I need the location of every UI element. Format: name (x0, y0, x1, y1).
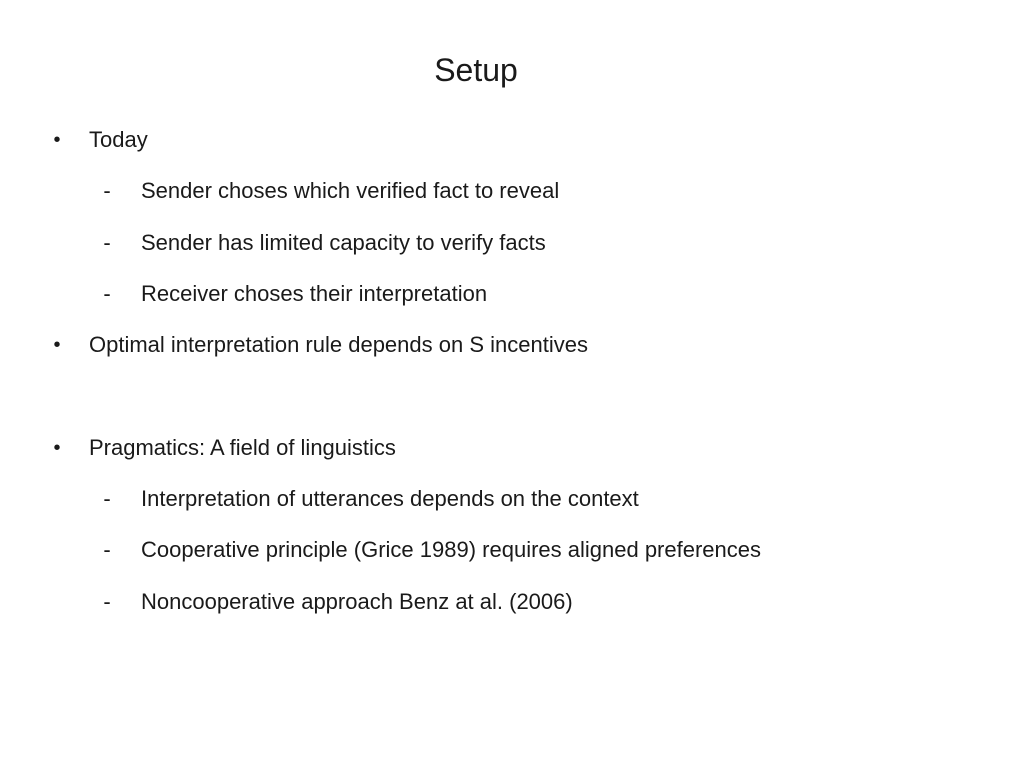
sub-item-interpretation-context: - Interpretation of utterances depends o… (0, 481, 1024, 517)
sub-item-sender-capacity: - Sender has limited capacity to verify … (0, 225, 1024, 261)
dash-marker: - (103, 537, 111, 563)
bullet-item-optimal-interpretation: • Optimal interpretation rule depends on… (0, 327, 1024, 363)
sub-item-cooperative-principle: - Cooperative principle (Grice 1989) req… (0, 532, 1024, 568)
sub-item-text: Sender has limited capacity to verify fa… (141, 229, 546, 255)
sub-item-text: Cooperative principle (Grice 1989) requi… (141, 537, 761, 563)
sub-item-sender-choses: - Sender choses which verified fact to r… (0, 173, 1024, 209)
dash-marker: - (103, 485, 111, 511)
bullet-text: Optimal interpretation rule depends on S… (89, 332, 588, 358)
sub-item-noncooperative-approach: - Noncooperative approach Benz at al. (2… (0, 584, 1024, 620)
sub-item-text: Receiver choses their interpretation (141, 280, 488, 306)
sub-item-text: Sender choses which verified fact to rev… (141, 178, 560, 204)
bullet-list: • Today - Sender choses which verified f… (0, 122, 1024, 635)
dash-marker: - (103, 178, 111, 204)
sub-item-text: Interpretation of utterances depends on … (141, 485, 639, 511)
slide-title: Setup (434, 52, 518, 88)
sub-item-text: Noncooperative approach Benz at al. (200… (141, 588, 573, 614)
sub-item-receiver-choses: - Receiver choses their interpretation (0, 276, 1024, 312)
bullet-item-today: • Today (0, 122, 1024, 158)
bullet-text: Pragmatics: A field of linguistics (89, 434, 396, 460)
bullet-marker: • (53, 436, 61, 459)
dash-marker: - (103, 280, 111, 306)
dash-marker: - (103, 588, 111, 614)
dash-marker: - (103, 229, 111, 255)
bullet-text: Today (89, 127, 148, 152)
bullet-marker: • (53, 334, 61, 357)
bullet-marker: • (53, 129, 61, 151)
bullet-item-pragmatics: • Pragmatics: A field of linguistics (0, 430, 1024, 466)
